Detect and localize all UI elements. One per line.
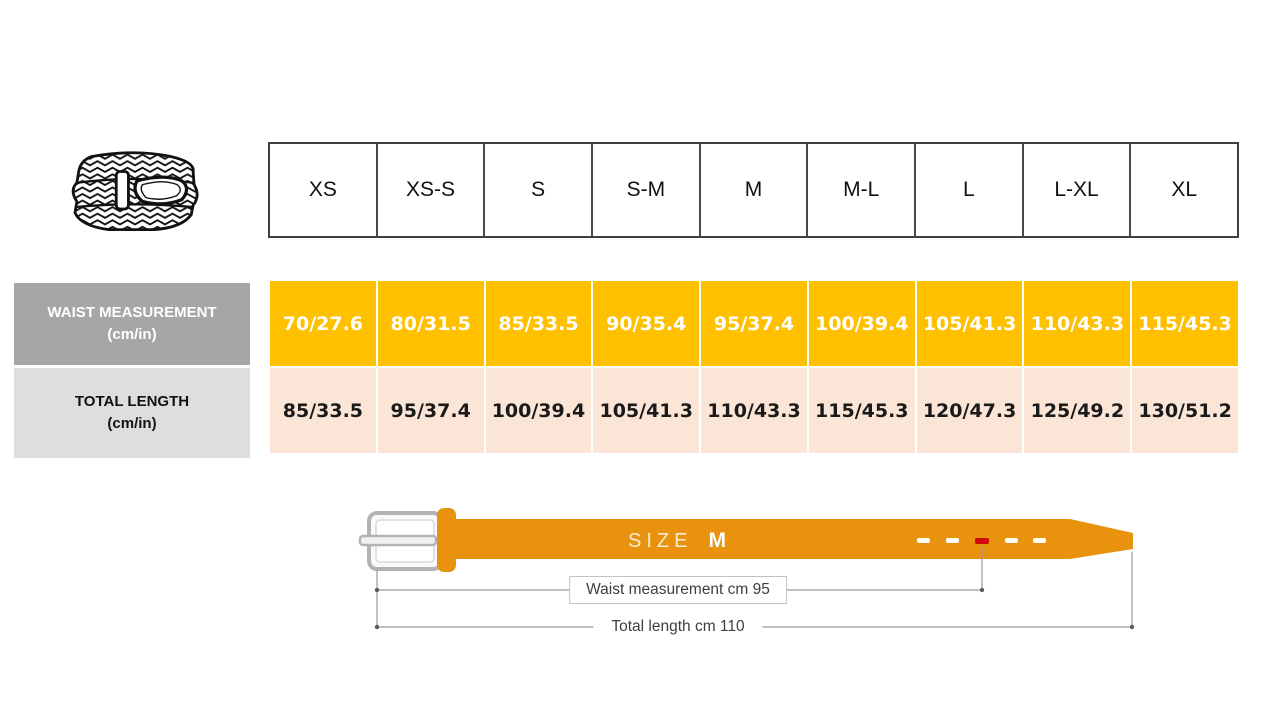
belt-size-text: SIZE M (628, 529, 726, 553)
dimension-line-endpoints (374, 587, 1135, 630)
waist-measurement-row-label: WAIST MEASUREMENT (cm/in) (14, 283, 250, 365)
belt-hole (946, 538, 959, 543)
size-header-cell: M-L (808, 144, 917, 236)
total-length-annotation: Total length cm 110 (593, 616, 763, 638)
size-header-cell: XS-S (378, 144, 486, 236)
value-cell: 90/35.4 (593, 281, 700, 366)
belt-icon-keeper (114, 170, 130, 211)
belt-hole (1005, 538, 1018, 543)
size-header-cell: S-M (593, 144, 701, 236)
value-cell: 80/31.5 (377, 281, 484, 366)
value-cell: 105/41.3 (593, 368, 700, 453)
belt-strap (448, 519, 1133, 559)
size-header-cell: L-XL (1024, 144, 1132, 236)
value-cell: 100/39.4 (808, 281, 915, 366)
value-cell: 125/49.2 (1024, 368, 1131, 453)
value-cell: 115/45.3 (1132, 281, 1239, 366)
value-cell: 110/43.3 (701, 368, 807, 453)
braided-belt-icon (71, 151, 199, 232)
size-header-cell: L (916, 144, 1024, 236)
waist-measurement-annotation: Waist measurement cm 95 (569, 576, 787, 604)
value-cell: 130/51.2 (1132, 368, 1239, 453)
belt-hole (917, 538, 930, 543)
waist-label-line2: (cm/in) (107, 326, 157, 343)
size-word: SIZE (628, 530, 693, 552)
belt-hole (1033, 538, 1046, 543)
size-header-cell: XS (270, 144, 378, 236)
value-cell: 95/37.4 (377, 368, 484, 453)
size-header-cell: S (485, 144, 594, 236)
value-cell: 110/43.3 (1024, 281, 1131, 366)
size-letter: M (708, 529, 726, 552)
waist-label-line1: WAIST MEASUREMENT (47, 304, 217, 322)
length-label-line1: TOTAL LENGTH (74, 393, 190, 411)
belt-keeper (437, 508, 456, 572)
length-label-line2: (cm/in) (107, 415, 157, 432)
value-cell: 105/41.3 (916, 281, 1023, 366)
belt-hole-selected (975, 538, 989, 544)
value-cell: 70/27.6 (270, 281, 376, 366)
value-cell: 85/33.5 (485, 281, 592, 366)
size-header-cell: XL (1171, 178, 1198, 201)
value-cell: 115/45.3 (808, 368, 915, 453)
value-cell: 85/33.5 (270, 368, 376, 453)
total-length-row-label: TOTAL LENGTH (cm/in) (14, 368, 250, 458)
belt-prong (358, 534, 438, 547)
size-header-cell: M (701, 144, 809, 236)
value-cell: 100/39.4 (485, 368, 592, 453)
value-cell: 95/37.4 (701, 281, 807, 366)
value-cell: 120/47.3 (916, 368, 1023, 453)
